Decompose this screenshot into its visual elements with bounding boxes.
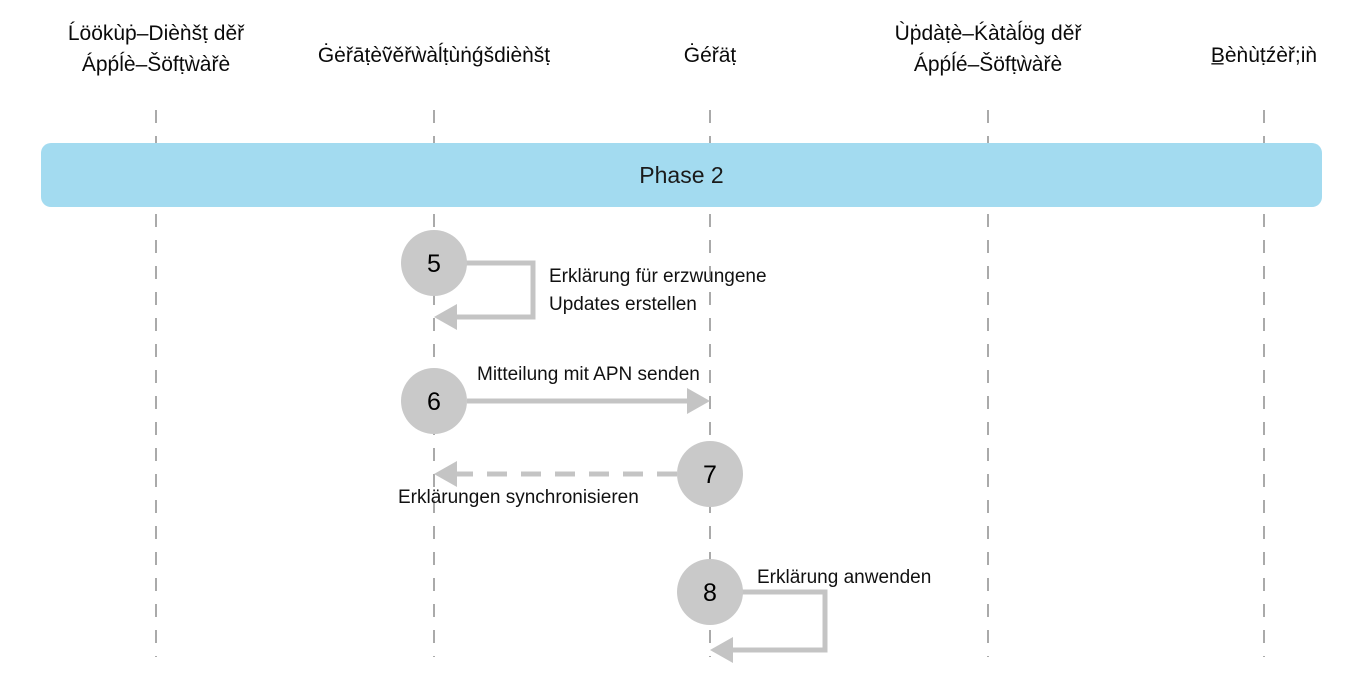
step-circle-8[interactable]: [677, 559, 743, 625]
lane-header-mdm: Ġėřāṭèṽěřẁàĺṭùṅǵšdièǹšṭ: [318, 43, 550, 67]
step-6: 6 Mitteilung mit APN senden: [401, 364, 710, 434]
phase-bar-group: Phase 2: [41, 143, 1322, 207]
lane-header-user: B̲èǹùṭźèř;iǹ: [1210, 44, 1317, 67]
arrowhead-left-icon: [434, 461, 457, 487]
step-number-7: 7: [703, 461, 717, 489]
step-8: 8 Erklärung anwenden: [677, 559, 931, 663]
step-label-5: Updates erstellen: [549, 294, 697, 315]
lane-header-catalog: Ápṕĺé–Šöfṭẁàřè: [914, 52, 1062, 76]
step-circle-7[interactable]: [677, 441, 743, 507]
step-label-7: Erklärungen synchronisieren: [398, 487, 639, 508]
lane-header-lookup: Ĺöökùṗ–Dièǹšṭ děř: [68, 22, 245, 45]
phase-bar: [41, 143, 1322, 207]
step-number-8: 8: [703, 579, 717, 607]
self-loop-path: [447, 260, 536, 320]
lane-header-catalog: Ùṗdàṭè–Ḱàtàĺög děř: [895, 21, 1083, 45]
step-circle-5[interactable]: [401, 230, 467, 296]
step-label-6: Mitteilung mit APN senden: [477, 364, 700, 385]
self-loop-path: [723, 589, 828, 653]
lane-header-device: Ġéřäṭ: [684, 44, 737, 67]
arrowhead-left-icon: [710, 637, 733, 663]
arrowhead-right-icon: [687, 388, 710, 414]
step-label-8: Erklärung anwenden: [757, 567, 931, 588]
step-number-6: 6: [427, 388, 441, 416]
phase-bar-label: Phase 2: [639, 162, 723, 188]
step-number-5: 5: [427, 250, 441, 278]
lane-header-lookup: Ápṕĺè–Šöfṭẁàřè: [82, 52, 230, 76]
arrowhead-left-icon: [434, 304, 457, 330]
step-label-5: Erklärung für erzwungene: [549, 266, 767, 287]
step-circle-6[interactable]: [401, 368, 467, 434]
